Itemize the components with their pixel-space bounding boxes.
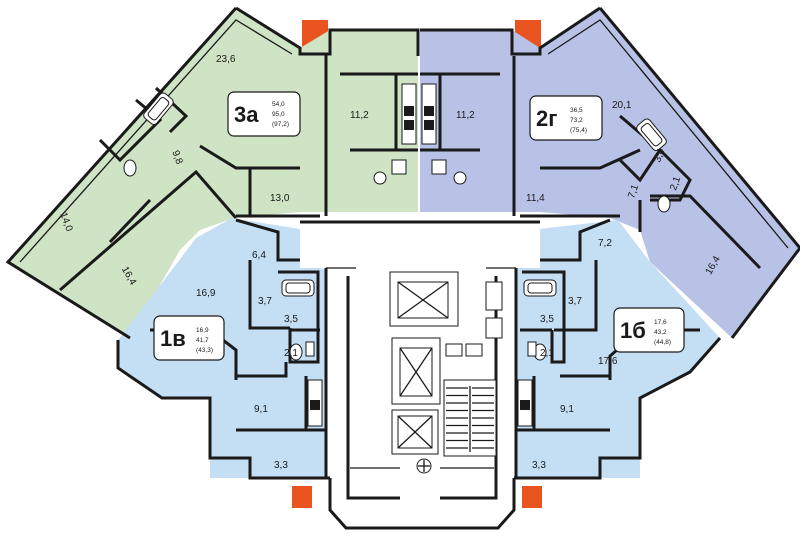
elevator-icon [391,409,439,455]
stove-icon [401,83,417,145]
total-area: 43,2 [654,329,667,336]
accent-bottom-left [292,486,312,508]
accent-bottom-right [522,486,542,508]
room-area: 3,4 [652,147,667,164]
bathtub-icon [281,279,315,297]
room-area: 3,7 [258,296,272,307]
total-area-with-balcony: (97,2) [272,121,289,128]
room-area: 17,6 [598,356,618,367]
elevator-icon [389,271,459,327]
room-area: 3,3 [532,460,546,471]
apartment-code: 3а [234,102,259,127]
stove-icon [421,83,437,145]
total-area: 73,2 [570,117,583,124]
room-area: 2,1 [668,175,683,192]
walls-2g [420,56,762,270]
room-area: 3,7 [568,296,582,307]
living-area: 17,6 [654,319,667,326]
room-area: 2,1 [284,348,298,359]
room-area: 2,1 [540,348,554,359]
walls-core [300,220,540,500]
accent-blocks [292,20,542,508]
wc-icon [373,159,407,185]
room-area: 11,4 [526,193,545,204]
room-area: 3,5 [284,314,298,325]
apartment-code: 1б [620,318,646,343]
badge-1v[interactable]: 1в 16,9 41,7 (43,3) [153,315,225,361]
total-area-with-balcony: (43,3) [196,347,213,354]
room-area: 11,2 [456,110,475,121]
room-area: 3,3 [274,460,288,471]
room-area: 9,1 [254,404,268,415]
room-area: 9,1 [560,404,574,415]
living-area: 36,5 [570,107,583,114]
badge-1b[interactable]: 1б 17,6 43,2 (44,8) [613,307,685,353]
room-area: 13,0 [270,193,290,204]
apartment-code: 1в [160,326,186,351]
bathtub-icon [523,279,557,297]
wc-icon [289,341,315,361]
stove-icon [517,379,533,427]
living-area: 16,9 [196,327,209,334]
outer-walls [5,6,800,530]
apartment-3a-fill[interactable] [8,8,418,338]
wc-icon [123,159,137,177]
core-details [350,281,503,474]
room-area: 23,6 [216,54,236,65]
stove-icon [307,379,323,427]
room-area: 16,9 [196,288,216,299]
badge-2g[interactable]: 2г 36,5 73,2 (75,4) [529,95,603,141]
living-area: 54,0 [272,101,285,108]
total-area-with-balcony: (44,8) [654,339,671,346]
room-area: 20,1 [612,100,632,111]
room-area: 9,8 [169,149,184,166]
room-labels-1b: 7,2 3,7 3,5 2,1 17,6 9,1 3,3 [532,238,618,471]
room-area: 6,4 [252,250,266,261]
room-labels-1v: 6,4 16,9 3,7 3,5 2,1 9,1 3,3 [196,250,298,471]
wc-icon [657,195,671,213]
room-area: 3,5 [540,314,554,325]
wc-icon [527,341,547,361]
bathtub-icon [636,118,667,151]
total-area: 41,7 [196,337,209,344]
elevator-icon [391,337,441,405]
room-area: 7,2 [598,238,612,249]
apartment-code: 2г [536,106,557,131]
wc-icon [431,159,467,185]
badge-3a[interactable]: 3а 54,0 95,0 (97,2) [227,91,301,137]
total-area: 95,0 [272,111,285,118]
stairs-icon [443,379,497,457]
total-area-with-balcony: (75,4) [570,127,587,134]
bathtub-icon [143,92,174,125]
room-area: 7,1 [626,183,641,200]
room-area: 11,2 [350,110,369,121]
